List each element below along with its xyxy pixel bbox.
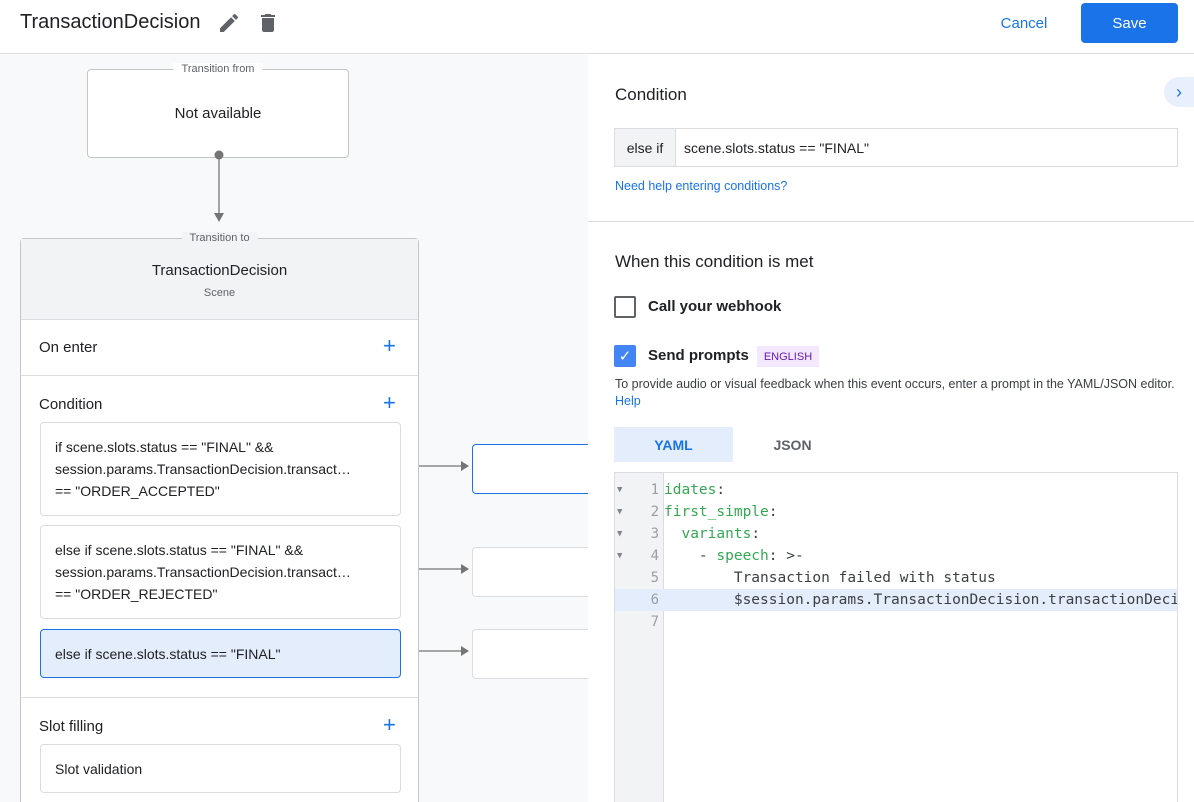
chevron-right-icon[interactable]: › [1164, 77, 1194, 107]
on-enter-label: On enter [39, 339, 98, 356]
fold-arrow-icon[interactable]: ▼ [617, 551, 623, 561]
code-line: ▼ 4 - speech: >- [615, 545, 1177, 567]
code-line: ▼ 2 first_simple: [615, 501, 1177, 523]
pencil-icon[interactable] [217, 11, 241, 35]
yaml-editor[interactable]: ▼ 1 idates: ▼ 2 first_simple: ▼ 3 variants: ▼ 4 -… [614, 472, 1178, 802]
add-condition-button[interactable]: + [383, 390, 396, 415]
code-text: $session.params.TransactionDecision.tran… [733, 592, 1177, 608]
fold-arrow-icon[interactable]: ▼ [617, 485, 623, 495]
scene-box: Transition to TransactionDecision Scene … [20, 232, 419, 802]
line-number: 1 [650, 482, 659, 498]
condition-field: else if [614, 128, 1178, 167]
condition-line: == "ORDER_ACCEPTED" [55, 483, 220, 499]
slot-filling-label: Slot filling [39, 718, 104, 735]
divider [21, 375, 418, 376]
code-text: idates: [664, 482, 726, 498]
arrow-down-icon [214, 213, 224, 222]
condition-line: == "ORDER_REJECTED" [55, 586, 218, 602]
line-number: 2 [650, 504, 659, 520]
line-number: 4 [650, 548, 659, 564]
scene-title: TransactionDecision [20, 11, 201, 33]
send-prompts-label: Send prompts [648, 347, 749, 364]
condition-line: session.params.TransactionDecision.trans… [55, 564, 351, 580]
condition-line: if scene.slots.status == "FINAL" && [55, 439, 274, 455]
condition-title: Condition [615, 85, 687, 104]
line-number: 7 [650, 614, 659, 630]
help-link[interactable]: Help [615, 394, 641, 408]
webhook-label: Call your webhook [648, 298, 782, 315]
code-line: 6 $session.params.TransactionDecision.tr… [615, 589, 1177, 611]
line-number: 6 [650, 592, 659, 608]
save-button[interactable]: Save [1081, 3, 1178, 43]
condition-prefix: else if [615, 129, 676, 166]
prompt-description: To provide audio or visual feedback when… [615, 376, 1175, 410]
condition-line: session.params.TransactionDecision.trans… [55, 461, 351, 477]
cancel-button[interactable]: Cancel [1000, 14, 1048, 32]
transition-from-legend: Transition from [173, 63, 263, 75]
editor-gutter [615, 473, 664, 802]
transition-target-2[interactable] [472, 547, 588, 597]
code-line: ▼ 3 variants: [615, 523, 1177, 545]
tab-yaml[interactable]: YAML [614, 427, 733, 462]
condition-line: else if scene.slots.status == "FINAL" && [55, 542, 304, 558]
line-number: 3 [650, 526, 659, 542]
transition-target-3[interactable] [472, 629, 588, 679]
scene-type: Scene [203, 287, 236, 299]
code-text: Transaction failed with status [664, 570, 996, 586]
slot-validation-item[interactable]: Slot validation [40, 744, 401, 793]
transition-target-1[interactable] [472, 444, 588, 494]
fold-arrow-icon[interactable]: ▼ [617, 529, 623, 539]
language-badge: ENGLISH [757, 346, 819, 367]
divider [21, 697, 418, 698]
code-line: ▼ 1 idates: [615, 479, 1177, 501]
slot-validation-label: Slot validation [55, 760, 143, 777]
line-number: 5 [650, 570, 659, 586]
description-text: To provide audio or visual feedback when… [615, 377, 1175, 391]
trash-icon[interactable] [256, 11, 280, 35]
transition-from-box: Transition from Not available [87, 63, 349, 158]
code-text: first_simple: [664, 504, 778, 520]
condition-line: else if scene.slots.status == "FINAL" [55, 645, 281, 662]
scene-name: TransactionDecision [151, 262, 288, 279]
tab-json[interactable]: JSON [773, 436, 812, 453]
add-slot-button[interactable]: + [383, 712, 396, 737]
condition-item[interactable]: if scene.slots.status == "FINAL" && sess… [40, 422, 401, 516]
transition-from-value: Not available [174, 105, 262, 122]
code-line: 7 [615, 611, 1177, 633]
flow-canvas: Transition from Not available Transition… [0, 55, 588, 802]
met-title: When this condition is met [615, 252, 814, 271]
webhook-checkbox[interactable] [614, 296, 636, 318]
add-on-enter-button[interactable]: + [383, 333, 396, 358]
code-text: - speech: >- [664, 548, 804, 564]
help-conditions-link[interactable]: Need help entering conditions? [615, 179, 788, 193]
header: TransactionDecision Cancel Save [0, 0, 1194, 54]
condition-input[interactable] [676, 129, 1177, 166]
condition-section-label: Condition [39, 396, 103, 413]
fold-arrow-icon[interactable]: ▼ [617, 507, 623, 517]
scene-header: Transition to TransactionDecision Scene [21, 232, 418, 320]
code-line: 5 Transaction failed with status [615, 567, 1177, 589]
condition-item[interactable]: else if scene.slots.status == "FINAL" &&… [40, 525, 401, 619]
send-prompts-checkbox[interactable]: ✓ [614, 345, 636, 367]
transition-to-legend: Transition to [181, 232, 258, 244]
condition-item-selected[interactable]: else if scene.slots.status == "FINAL" [40, 629, 401, 678]
divider [588, 221, 1194, 222]
code-text: variants: [681, 526, 761, 542]
